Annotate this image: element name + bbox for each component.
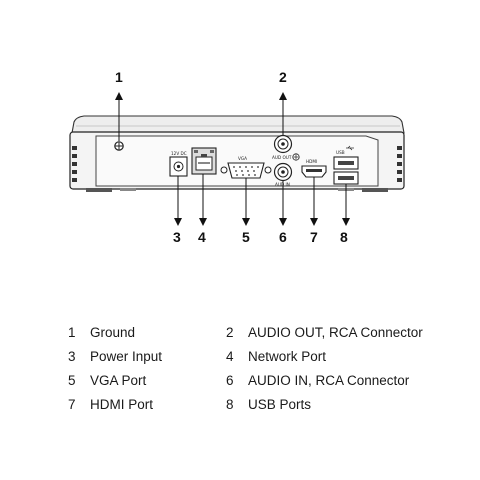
legend-number: 1 <box>68 324 76 340</box>
legend-number: 8 <box>226 396 234 412</box>
power-input-port: 12V DC <box>169 151 188 177</box>
legend-item: 4 Network Port <box>226 346 326 366</box>
svg-text:AUD IN: AUD IN <box>275 182 290 187</box>
legend-label: AUDIO IN, RCA Connector <box>248 372 410 388</box>
callout-number-7: 7 <box>310 229 318 245</box>
legend-number: 2 <box>226 324 234 340</box>
usb-icon <box>346 145 354 151</box>
right-vent-slots <box>397 146 402 182</box>
left-vent-slots <box>72 146 77 182</box>
callout-number-4: 4 <box>198 229 206 245</box>
legend-item: 3 Power Input <box>68 346 162 366</box>
usb-ports: USB <box>333 145 359 185</box>
svg-text:HDMI: HDMI <box>306 159 317 164</box>
legend-number: 6 <box>226 372 234 388</box>
legend-number: 7 <box>68 396 76 412</box>
legend-number: 5 <box>68 372 76 388</box>
audio-out-port: AUD OUT <box>272 134 300 161</box>
callout-number-8: 8 <box>340 229 348 245</box>
legend-label: USB Ports <box>248 396 312 412</box>
vga-port: VGA <box>220 156 272 179</box>
legend-item: 8 USB Ports <box>226 394 311 414</box>
legend-item: 2 AUDIO OUT, RCA Connector <box>226 322 423 342</box>
legend-label: AUDIO OUT, RCA Connector <box>248 324 423 340</box>
foot-left <box>86 188 112 192</box>
callout-number-5: 5 <box>242 229 250 245</box>
callout-number-2: 2 <box>279 69 287 85</box>
svg-text:VGA: VGA <box>238 156 247 161</box>
foot-right <box>362 188 388 192</box>
callout-number-3: 3 <box>173 229 181 245</box>
network-port <box>191 147 217 175</box>
svg-text:AUD OUT: AUD OUT <box>272 155 292 160</box>
legend-label: Power Input <box>90 348 163 364</box>
legend-item: 5 VGA Port <box>68 370 146 390</box>
legend-label: VGA Port <box>90 372 147 388</box>
callout-number-1: 1 <box>115 69 123 85</box>
hdmi-port: HDMI <box>301 159 327 178</box>
svg-text:12V DC: 12V DC <box>171 151 187 156</box>
legend-item: 1 Ground <box>68 322 135 342</box>
audio-in-port: AUD IN <box>273 162 293 187</box>
legend-label: Network Port <box>248 348 327 364</box>
foot-mid-left <box>120 188 136 191</box>
device-top-cover <box>71 115 405 134</box>
legend-label: HDMI Port <box>90 396 154 412</box>
legend-number: 4 <box>226 348 234 364</box>
legend-item: 7 HDMI Port <box>68 394 153 414</box>
legend-label: Ground <box>90 324 136 340</box>
legend-number: 3 <box>68 348 76 364</box>
callout-number-6: 6 <box>279 229 287 245</box>
ground-screw <box>114 141 124 151</box>
svg-text:USB: USB <box>336 150 345 155</box>
legend-item: 6 AUDIO IN, RCA Connector <box>226 370 409 390</box>
